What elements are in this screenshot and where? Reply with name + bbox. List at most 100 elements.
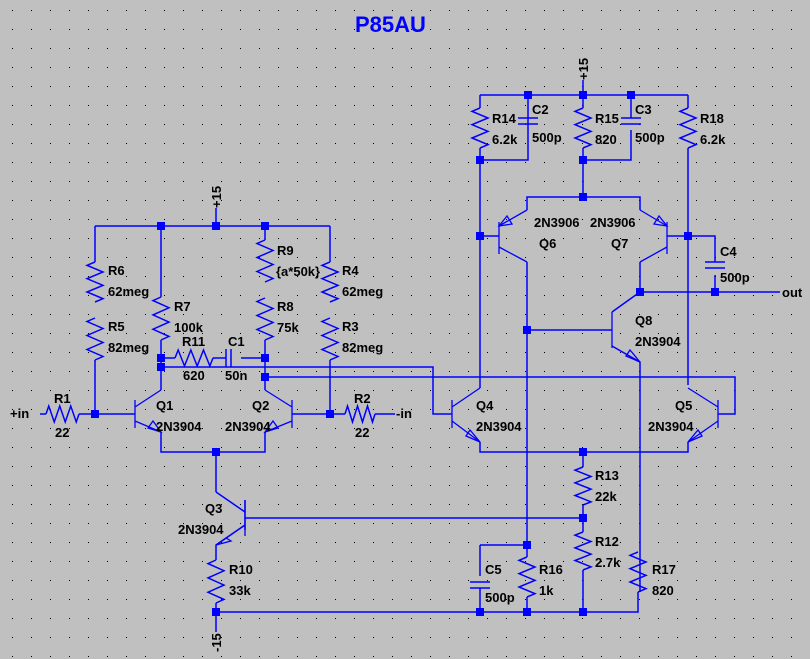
label-r16-name: R16 xyxy=(539,562,563,577)
junction-dot xyxy=(157,222,165,230)
label-r2-name: R2 xyxy=(354,391,371,406)
transistor-q1[interactable] xyxy=(134,389,163,434)
capacitor-c1[interactable] xyxy=(225,349,232,367)
resistor-r3[interactable] xyxy=(320,317,340,361)
label-r11-name: R11 xyxy=(182,334,205,349)
label-r6-name: R6 xyxy=(108,263,125,278)
junction-dot xyxy=(523,326,531,334)
resistor-r11[interactable] xyxy=(174,347,214,369)
transistor-q4[interactable] xyxy=(451,387,481,443)
label-r12-name: R12 xyxy=(595,534,619,549)
label-r12-value: 2.7k xyxy=(595,555,621,570)
junction-dot xyxy=(524,91,532,99)
label-r15-value: 820 xyxy=(595,132,617,147)
capacitor-c3[interactable] xyxy=(621,117,641,125)
label-q1-name: Q1 xyxy=(156,398,173,413)
transistor-q6[interactable] xyxy=(497,209,528,263)
junction-dot xyxy=(523,541,531,549)
junction-dot xyxy=(212,448,220,456)
resistor-r1[interactable] xyxy=(45,403,80,425)
junction-dot xyxy=(91,410,99,418)
transistor-q7[interactable] xyxy=(639,209,669,263)
capacitor-c5[interactable] xyxy=(470,581,490,589)
junction-dot xyxy=(326,410,334,418)
capacitors xyxy=(225,117,725,589)
label-q3-name: Q3 xyxy=(205,501,222,516)
junction-dot xyxy=(711,288,719,296)
label-q2-model: 2N3904 xyxy=(225,419,271,434)
label-q7-model: 2N3906 xyxy=(590,215,636,230)
junction-dot xyxy=(212,608,220,616)
label-q4-name: Q4 xyxy=(476,398,494,413)
transistor-q8[interactable] xyxy=(611,312,641,363)
capacitor-c2[interactable] xyxy=(518,117,538,125)
resistor-r13[interactable] xyxy=(572,466,594,506)
label-c4-value: 500p xyxy=(720,270,750,285)
resistor-r5[interactable] xyxy=(85,317,105,361)
resistors xyxy=(45,107,698,604)
component-labels: R6 62meg R5 82meg R7 100k R9 {a*50k} R8 … xyxy=(54,102,750,605)
label-q5-name: Q5 xyxy=(675,398,692,413)
resistor-r2[interactable] xyxy=(344,403,376,425)
label-r17-name: R17 xyxy=(652,562,676,577)
resistor-r7[interactable] xyxy=(151,296,171,341)
resistor-r18[interactable] xyxy=(678,107,698,149)
junction-dot xyxy=(157,363,165,371)
junction-dot xyxy=(476,608,484,616)
label-r3-value: 82meg xyxy=(342,340,383,355)
junction-dot xyxy=(684,232,692,240)
junction-dot xyxy=(261,354,269,362)
resistor-r6[interactable] xyxy=(85,261,105,303)
label-r13-value: 22k xyxy=(595,489,617,504)
resistor-r9[interactable] xyxy=(255,239,275,283)
label-c4-name: C4 xyxy=(720,244,737,259)
label-r11-value: 620 xyxy=(183,368,205,383)
junction-dot xyxy=(627,91,635,99)
transistor-q5[interactable] xyxy=(687,387,719,443)
label-r9-value: {a*50k} xyxy=(276,264,320,279)
label-c5-name: C5 xyxy=(485,562,502,577)
junction-dot xyxy=(157,354,165,362)
resistor-r16[interactable] xyxy=(517,556,537,598)
resistor-r17[interactable] xyxy=(628,551,648,593)
net-vpos-right: +15 xyxy=(576,58,591,80)
label-r16-value: 1k xyxy=(539,583,554,598)
label-r7-name: R7 xyxy=(174,299,191,314)
net-out: out xyxy=(782,285,803,300)
schematic-title: P85AU xyxy=(355,12,426,37)
junction-dot xyxy=(476,156,484,164)
label-r1-name: R1 xyxy=(54,391,71,406)
label-r1-value: 22 xyxy=(55,425,69,440)
capacitor-c4[interactable] xyxy=(705,261,725,269)
label-r6-value: 62meg xyxy=(108,284,149,299)
label-r14-value: 6.2k xyxy=(492,132,518,147)
junction-dot xyxy=(261,222,269,230)
junction-dot xyxy=(579,193,587,201)
transistor-q3[interactable] xyxy=(215,500,246,546)
label-q6-model: 2N3906 xyxy=(534,215,580,230)
label-q4-model: 2N3904 xyxy=(476,419,522,434)
label-r2-value: 22 xyxy=(355,425,369,440)
resistor-r4[interactable] xyxy=(320,261,340,303)
label-q2-name: Q2 xyxy=(252,398,269,413)
label-r5-name: R5 xyxy=(108,319,125,334)
resistor-r8[interactable] xyxy=(255,297,275,341)
label-r18-name: R18 xyxy=(700,111,724,126)
label-r17-value: 820 xyxy=(652,583,674,598)
wires xyxy=(40,80,780,632)
transistor-q2[interactable] xyxy=(263,389,293,434)
label-r4-value: 62meg xyxy=(342,284,383,299)
resistor-r15[interactable] xyxy=(573,107,593,149)
label-r9-name: R9 xyxy=(277,243,294,258)
resistor-r10[interactable] xyxy=(206,559,226,604)
junction-dot xyxy=(579,608,587,616)
resistor-r14[interactable] xyxy=(470,107,490,149)
label-c5-value: 500p xyxy=(485,590,515,605)
label-r10-name: R10 xyxy=(229,562,253,577)
label-q8-name: Q8 xyxy=(635,313,652,328)
resistor-r12[interactable] xyxy=(572,531,594,571)
label-r8-name: R8 xyxy=(277,299,294,314)
net-in-neg: -in xyxy=(396,406,412,421)
label-r5-value: 82meg xyxy=(108,340,149,355)
